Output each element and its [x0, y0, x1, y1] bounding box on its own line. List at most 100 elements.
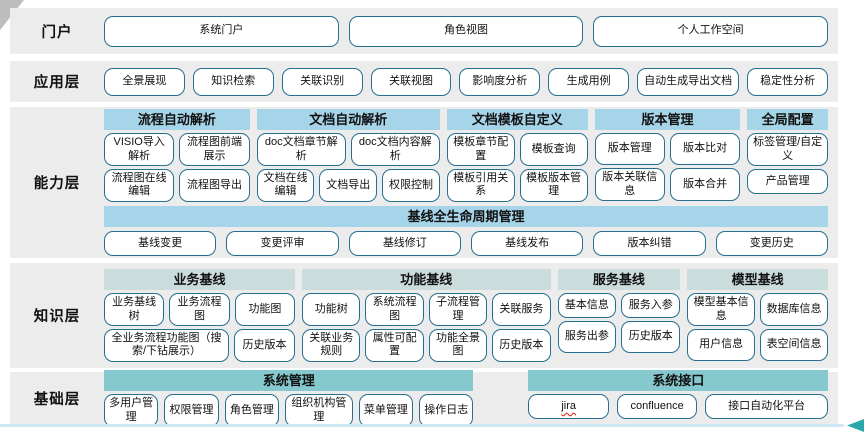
diagram-node: 流程图在线编辑	[104, 169, 175, 202]
group-header: 全局配置	[747, 109, 829, 131]
group-header: 功能基线	[302, 269, 551, 291]
group-header: 文档模板自定义	[446, 109, 588, 131]
diagram-node: 版本管理	[594, 133, 665, 166]
diagram-node: 基本信息	[557, 293, 617, 319]
knowledge-layer: 知识层 业务基线 业务基线树 业务流程图 功能图 全业务流程功能图（搜索/下钻展…	[10, 263, 838, 368]
diagram-node: 关联服务	[492, 293, 551, 326]
diagram-node: 基线变更	[104, 230, 217, 256]
diagram-node: 变更评审	[226, 230, 339, 256]
diagram-node: 模板版本管理	[519, 169, 588, 202]
group-header: 版本管理	[594, 109, 741, 131]
group-function-baseline: 功能基线 功能树 系统流程图 子流程管理 关联服务 关联业务规则 属性可配置 功…	[302, 269, 551, 362]
diagram-node: 关联业务规则	[302, 329, 361, 362]
jira-label: jira	[561, 399, 576, 412]
diagram-node: 菜单管理	[358, 394, 414, 427]
diagram-node: 功能图	[234, 293, 296, 326]
diagram-node: 服务出参	[557, 321, 617, 354]
diagram-node: 角色管理	[224, 394, 280, 427]
group-template-custom: 文档模板自定义 模板章节配置 模板查询 模板引用关系 模板版本管理	[446, 109, 588, 202]
diagram-node: 基线修订	[348, 230, 461, 256]
diagram-node: 知识检索	[192, 67, 274, 96]
diagram-node: 影响度分析	[459, 67, 541, 96]
diagram-node: 产品管理	[747, 169, 829, 194]
diagram-node: 系统门户	[104, 15, 339, 47]
portal-layer: 门户 系统门户 角色视图 个人工作空间	[10, 8, 838, 54]
diagram-node: 历史版本	[492, 329, 551, 362]
diagram-node: VISIO导入解析	[104, 133, 175, 166]
group-header: 服务基线	[557, 269, 681, 291]
diagram-node: 子流程管理	[428, 293, 488, 326]
diagram-node: 业务流程图	[169, 293, 230, 326]
diagram-node: 权限管理	[164, 394, 219, 427]
diagram-node: 属性可配置	[365, 329, 424, 362]
diagram-node: 版本合并	[669, 168, 741, 201]
diagram-node: 表空间信息	[760, 329, 829, 361]
diagram-node: 全业务流程功能图（搜索/下钻展示）	[104, 329, 229, 362]
capability-layer: 能力层 流程自动解析 VISIO导入解析 流程图前端展示 流程图在线编辑 流程图…	[10, 107, 838, 258]
group-header: 业务基线	[104, 269, 296, 291]
diagram-node: 功能树	[302, 293, 361, 326]
diagram-node: 关联识别	[281, 67, 363, 96]
group-header: 文档自动解析	[256, 109, 440, 131]
diagram-node: 文档导出	[319, 169, 378, 202]
diagram-node: doc文档内容解析	[350, 133, 440, 166]
bottom-accent-line	[0, 424, 844, 427]
group-business-baseline: 业务基线 业务基线树 业务流程图 功能图 全业务流程功能图（搜索/下钻展示） 历…	[104, 269, 296, 362]
group-header: 流程自动解析	[104, 109, 250, 131]
layer-label-base: 基础层	[33, 392, 81, 408]
diagram-node: 功能全景图	[428, 329, 488, 362]
group-model-baseline: 模型基线 模型基本信息 数据库信息 用户信息 表空间信息	[687, 269, 829, 362]
diagram-node: 文档在线编辑	[256, 169, 315, 202]
group-process-parse: 流程自动解析 VISIO导入解析 流程图前端展示 流程图在线编辑 流程图导出	[104, 109, 250, 202]
diagram-node: 自动生成导出文档	[637, 67, 740, 96]
diagram-node: 稳定性分析	[747, 67, 828, 96]
diagram-node: 历史版本	[233, 329, 296, 362]
diagram-node: 流程图前端展示	[179, 133, 250, 166]
diagram-node: 操作日志	[419, 394, 474, 427]
diagram-node: 组织机构管理	[285, 394, 353, 427]
diagram-node: 全景展现	[104, 67, 185, 96]
diagram-node: 版本比对	[669, 133, 741, 166]
group-global-config: 全局配置 标签管理/自定义 产品管理	[747, 109, 829, 202]
diagram-node: 模板引用关系	[446, 169, 515, 202]
baseline-lifecycle-header: 基线全生命周期管理	[104, 205, 828, 227]
diagram-node: 标签管理/自定义	[747, 133, 829, 166]
diagram-node: 模板查询	[519, 133, 588, 166]
diagram-node: 数据库信息	[760, 293, 829, 326]
diagram-node: doc文档章节解析	[256, 133, 346, 166]
diagram-node: 业务基线树	[104, 293, 165, 326]
diagram-node: 流程图导出	[179, 169, 250, 202]
diagram-node: jira	[528, 394, 609, 420]
diagram-node: 接口自动化平台	[705, 394, 829, 420]
group-header: 模型基线	[687, 269, 828, 291]
group-system-mgmt: 系统管理 多用户管理 权限管理 角色管理 组织机构管理 菜单管理 操作日志	[104, 370, 474, 427]
diagram-node: 多用户管理	[104, 394, 159, 427]
application-layer: 应用层 全景展现 知识检索 关联识别 关联视图 影响度分析 生成用例 自动生成导…	[10, 61, 838, 102]
group-version-mgmt: 版本管理 版本管理 版本比对 版本关联信息 版本合并	[594, 109, 741, 202]
diagram-node: 基线发布	[470, 230, 584, 256]
group-service-baseline: 服务基线 基本信息 服务入参 服务出参 历史版本	[557, 269, 681, 362]
left-arrow-icon	[847, 419, 864, 432]
group-header: 系统管理	[104, 370, 474, 392]
layer-label-portal: 门户	[41, 24, 73, 41]
diagram-node: 历史版本	[621, 321, 681, 354]
diagram-node: 服务入参	[621, 293, 681, 319]
diagram-node: 生成用例	[548, 67, 630, 96]
diagram-node: 模型基本信息	[687, 293, 756, 326]
group-header: 系统接口	[528, 370, 828, 392]
group-doc-parse: 文档自动解析 doc文档章节解析 doc文档内容解析 文档在线编辑 文档导出 权…	[256, 109, 440, 202]
diagram-node: confluence	[616, 394, 698, 420]
diagram-node: 个人工作空间	[593, 15, 829, 47]
diagram-node: 用户信息	[687, 329, 756, 361]
diagram-node: 变更历史	[715, 230, 828, 256]
layer-label-capability: 能力层	[33, 176, 81, 192]
diagram-node: 系统流程图	[365, 293, 424, 326]
diagram-node: 关联视图	[370, 67, 452, 96]
diagram-node: 模板章节配置	[446, 133, 515, 166]
diagram-node: 版本纠错	[593, 230, 706, 256]
diagram-node: 角色视图	[348, 15, 584, 47]
layer-label-knowledge: 知识层	[33, 309, 81, 325]
base-layer: 基础层 系统管理 多用户管理 权限管理 角色管理 组织机构管理 菜单管理 操作日…	[10, 370, 838, 427]
group-system-interface: 系统接口 jira confluence 接口自动化平台	[528, 370, 829, 427]
